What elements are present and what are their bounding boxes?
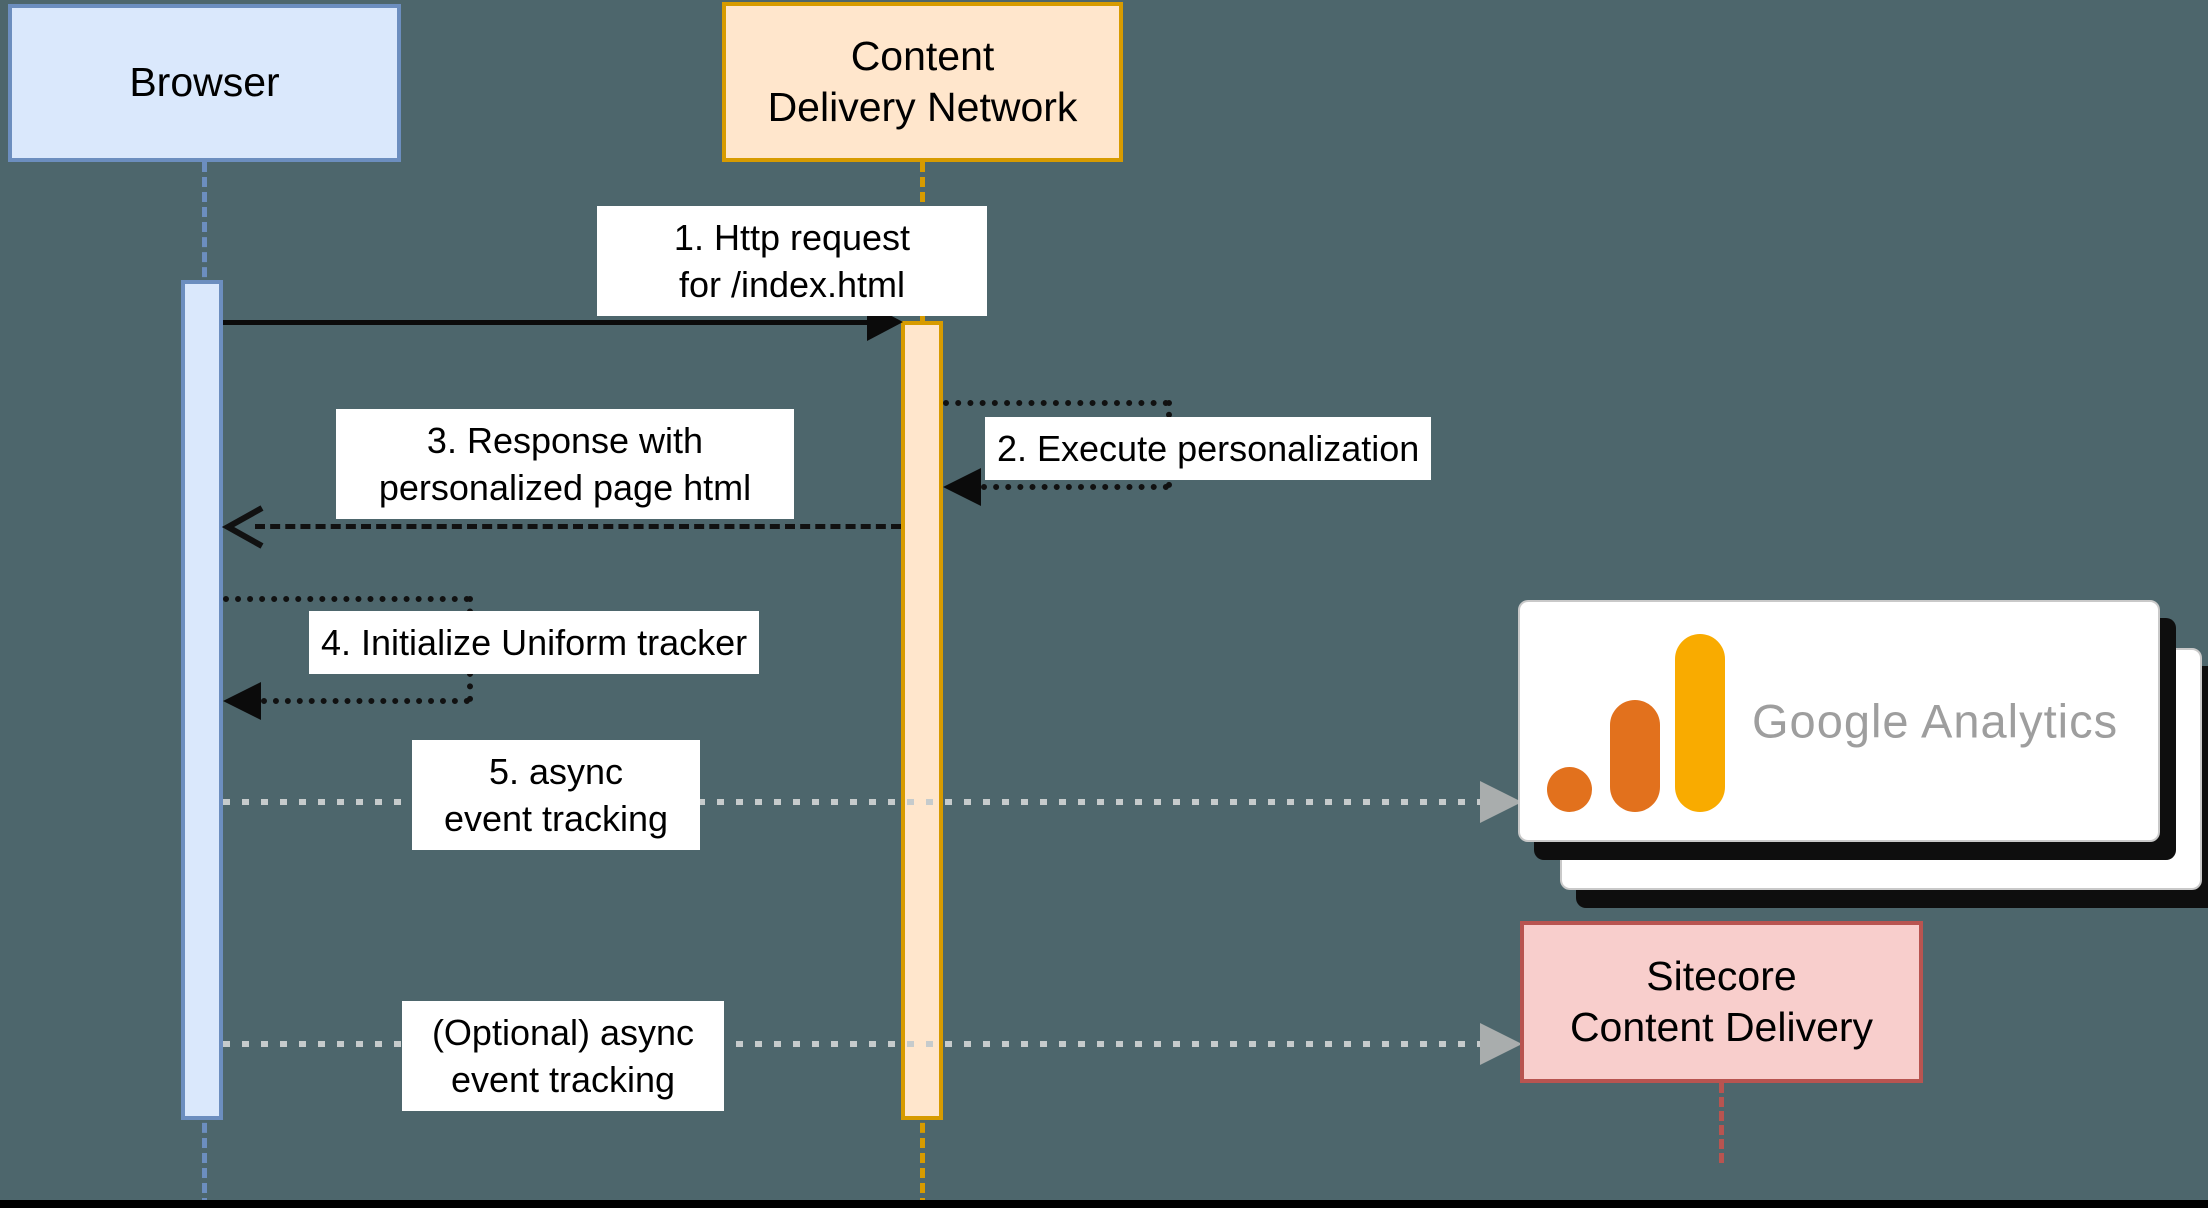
actor-browser: Browser	[8, 4, 401, 162]
message-4-loop-bottom	[261, 698, 470, 704]
message-2-loop-bottom	[981, 484, 1169, 490]
message-6-label: (Optional) async event tracking	[402, 1001, 724, 1111]
message-1-label: 1. Http request for /index.html	[597, 206, 987, 316]
browser-label: Browser	[129, 59, 280, 106]
message-4-label: 4. Initialize Uniform tracker	[309, 611, 760, 674]
sitecore-lifeline	[1719, 1083, 1724, 1163]
message-1-line	[223, 320, 869, 325]
message-5-line	[223, 799, 1481, 805]
message-3-label: 3. Response with personalized page html	[336, 409, 794, 519]
ga-logo-dot-icon	[1547, 767, 1592, 812]
ga-logo-tall-bar-icon	[1675, 634, 1725, 812]
message-2-loop-top	[943, 400, 1169, 406]
message-4-arrowhead-icon	[223, 682, 261, 720]
bottom-edge-bar	[0, 1200, 2208, 1208]
actor-content-delivery-network: Content Delivery Network	[722, 2, 1123, 162]
ga-logo-medium-bar-icon	[1610, 700, 1660, 812]
message-6-arrowhead-icon	[1480, 1023, 1522, 1065]
cdn-label: Content Delivery Network	[767, 32, 1078, 130]
message-5-label: 5. async event tracking	[412, 740, 700, 850]
message-2-arrowhead-icon	[943, 468, 981, 506]
google-analytics-card: Google Analytics	[1518, 600, 2160, 842]
google-analytics-label: Google Analytics	[1752, 694, 2119, 748]
message-2-label: 2. Execute personalization	[985, 417, 1432, 480]
browser-activation-bar	[181, 280, 223, 1120]
message-3-open-arrowhead-icon	[221, 505, 264, 549]
message-4-loop-top	[223, 596, 470, 602]
message-3-line	[255, 524, 901, 529]
sitecore-label: Sitecore Content Delivery	[1569, 952, 1874, 1050]
message-6-line	[223, 1041, 1481, 1047]
cdn-activation-bar	[901, 321, 943, 1120]
message-5-arrowhead-icon	[1480, 781, 1522, 823]
actor-sitecore-content-delivery: Sitecore Content Delivery	[1520, 921, 1923, 1083]
